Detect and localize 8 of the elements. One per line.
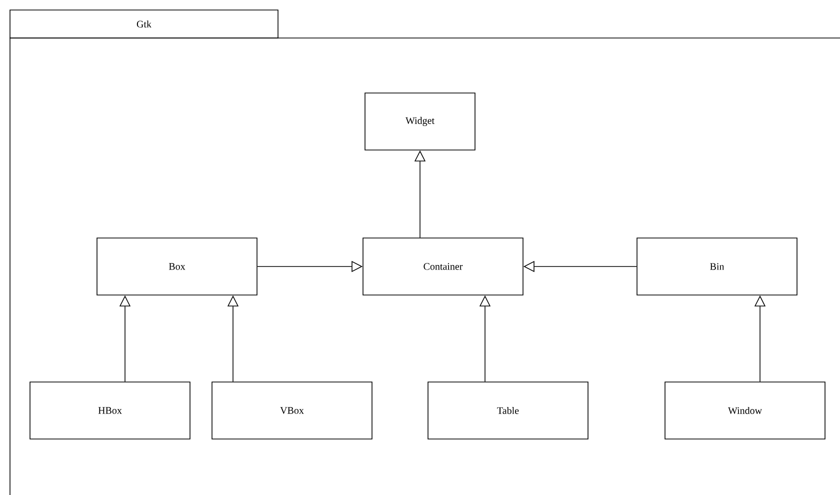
class-box: Bin (636, 238, 798, 296)
class-box: Window (664, 382, 826, 440)
class-box: Widget (364, 92, 476, 150)
class-box: HBox (30, 382, 190, 440)
class-box: Container (362, 238, 524, 296)
class-box: VBox (212, 382, 372, 440)
class-box: Box (96, 238, 258, 296)
class-box: Table (428, 382, 588, 440)
